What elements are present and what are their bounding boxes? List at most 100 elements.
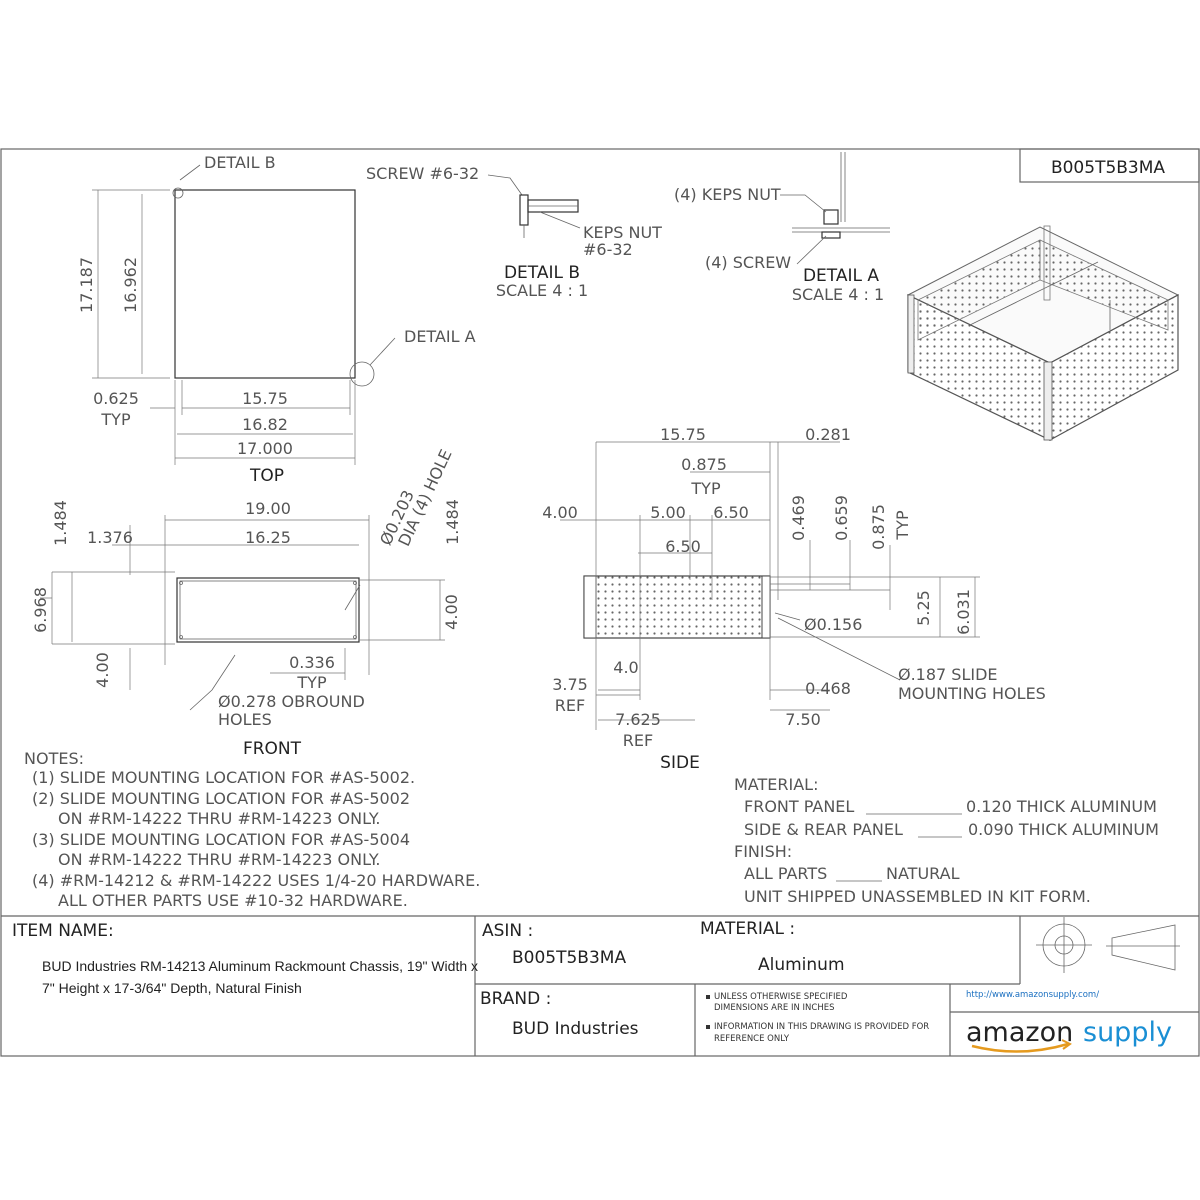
note-line: (3) SLIDE MOUNTING LOCATION FOR #AS-5004 [32, 830, 410, 849]
front-panel-label: FRONT PANEL [744, 797, 854, 816]
material-value: Aluminum [758, 955, 845, 975]
note-line: ON #RM-14222 THRU #RM-14223 ONLY. [58, 809, 381, 828]
detail-a-title: DETAIL A [803, 266, 879, 286]
item-name-label: ITEM NAME: [12, 921, 114, 941]
dim-side-d375: 3.75 [552, 675, 588, 694]
disclaimer-2-line1: INFORMATION IN THIS DRAWING IS PROVIDED … [714, 1022, 929, 1032]
dim-front-w19: 19.00 [245, 499, 291, 518]
dim-front-slot: 0.336 [289, 653, 335, 672]
side-panel-label: SIDE & REAR PANEL [744, 820, 903, 839]
dim-side-d650b: 6.50 [665, 537, 701, 556]
dim-top-w2: 16.82 [242, 415, 288, 434]
detail-b-nut-line2: #6-32 [583, 240, 633, 259]
dim-side-d0468: 0.468 [805, 679, 851, 698]
amazonsupply-logo: amazon supply [966, 1017, 1172, 1053]
disclaimer-2-line2: REFERENCE ONLY [714, 1034, 790, 1044]
dim-side-v0469: 0.469 [789, 495, 808, 541]
logo-smile-icon [971, 1042, 1069, 1053]
isometric-view [906, 225, 1180, 442]
part-number: B005T5B3MA [1051, 158, 1165, 178]
brand-label: BRAND : [480, 989, 551, 1009]
dim-front-top-left: 1.484 [51, 500, 70, 546]
dim-top-height-outer: 17.187 [77, 257, 96, 313]
dim-side-d375-ref: REF [555, 696, 585, 715]
dim-side-w1575: 15.75 [660, 425, 706, 444]
dim-side-v0659: 0.659 [832, 495, 851, 541]
dim-top-edge-typ: TYP [100, 410, 131, 429]
front-panel-value: 0.120 THICK ALUMINUM [966, 797, 1157, 816]
detail-b: SCREW #6-32 KEPS NUT #6-32 DETAIL B SCAL… [366, 164, 662, 300]
dim-side-v0875: 0.875 [869, 504, 888, 550]
note-line: ALL OTHER PARTS USE #10-32 HARDWARE. [58, 891, 408, 910]
note-line: (1) SLIDE MOUNTING LOCATION FOR #AS-5002… [32, 768, 415, 787]
dim-front-obround-line1: Ø0.278 OBROUND [218, 692, 365, 711]
disclaimer-1-line1: UNLESS OTHERWISE SPECIFIED [714, 992, 848, 1002]
top-view-outline [174, 189, 356, 379]
dim-side-d650a: 6.50 [713, 503, 749, 522]
dim-side-slide-line1: Ø.187 SLIDE [898, 665, 998, 684]
side-view: 15.75 0.281 0.875 TYP 4.00 5.00 6.50 6.5… [542, 425, 1046, 773]
side-view-title: SIDE [660, 753, 700, 773]
detail-b-title: DETAIL B [504, 263, 580, 283]
dim-front-obround-line2: HOLES [218, 710, 272, 729]
dim-top-w1: 15.75 [242, 389, 288, 408]
item-name-line1: BUD Industries RM-14213 Aluminum Rackmou… [42, 958, 478, 974]
finish-heading: FINISH: [734, 842, 792, 861]
detail-a-nut: (4) KEPS NUT [674, 185, 781, 204]
dim-front-right-h: 4.00 [442, 594, 461, 630]
website-url[interactable]: http://www.amazonsupply.com/ [966, 990, 1099, 1000]
dim-front-w1625: 16.25 [245, 528, 291, 547]
notes-block: NOTES: (1) SLIDE MOUNTING LOCATION FOR #… [24, 749, 480, 910]
dim-side-hole-dia: Ø0.156 [804, 615, 862, 634]
dim-top-height-inner: 16.962 [121, 257, 140, 313]
front-view-title: FRONT [243, 739, 302, 759]
disclaimer-1-line2: DIMENSIONS ARE IN INCHES [714, 1003, 834, 1013]
material-spec: MATERIAL: FRONT PANEL 0.120 THICK ALUMIN… [734, 775, 1159, 906]
detail-a: (4) KEPS NUT (4) SCREW DETAIL A SCALE 4 … [674, 152, 890, 304]
note-line: (4) #RM-14212 & #RM-14222 USES 1/4-20 HA… [32, 871, 480, 890]
note-line: (2) SLIDE MOUNTING LOCATION FOR #AS-5002 [32, 789, 410, 808]
dim-side-v6031: 6.031 [954, 589, 973, 635]
notes-heading: NOTES: [24, 749, 84, 768]
detail-b-callout: DETAIL B [204, 153, 276, 172]
dim-top-w3: 17.000 [237, 439, 293, 458]
asin-label: ASIN : [482, 921, 533, 941]
part-number-box [1019, 148, 1200, 183]
dim-front-left-off: 1.376 [87, 528, 133, 547]
logo-text-a: amazon [966, 1017, 1073, 1048]
dim-side-d40: 4.0 [613, 658, 638, 677]
detail-b-nut-line1: KEPS NUT [583, 223, 662, 242]
dim-side-d400: 4.00 [542, 503, 578, 522]
top-view: DETAIL B DETAIL A 17.187 16.962 0.625 TY… [77, 153, 476, 486]
front-panel-outline [176, 577, 360, 643]
sheet-border [0, 148, 1200, 1057]
dim-side-d750: 7.50 [785, 710, 821, 729]
dim-front-height: 6.968 [31, 587, 50, 633]
all-parts-label: ALL PARTS [744, 864, 827, 883]
detail-a-scale: SCALE 4 : 1 [792, 285, 884, 304]
dim-side-d7625: 7.625 [615, 710, 661, 729]
logo-text-b: supply [1083, 1017, 1172, 1048]
front-view: 1.484 19.00 1.376 16.25 Ø0.203 DIA (4) H… [31, 446, 462, 759]
all-parts-value: NATURAL [886, 864, 960, 883]
top-view-title: TOP [249, 466, 284, 486]
side-panel-value: 0.090 THICK ALUMINUM [968, 820, 1159, 839]
detail-b-scale: SCALE 4 : 1 [496, 281, 588, 300]
detail-b-screw: SCREW #6-32 [366, 164, 479, 183]
note-line: ON #RM-14222 THRU #RM-14223 ONLY. [58, 850, 381, 869]
dim-side-r0281: 0.281 [805, 425, 851, 444]
dim-side-d7625-ref: REF [623, 731, 653, 750]
dim-front-slot-typ: TYP [296, 673, 327, 692]
brand-value: BUD Industries [512, 1019, 639, 1039]
dim-front-bottom-h: 4.00 [93, 652, 112, 688]
dim-side-d0875: 0.875 [681, 455, 727, 474]
dim-side-d0875-typ: TYP [690, 479, 721, 498]
item-name-line2: 7" Height x 17-3/64" Depth, Natural Fini… [42, 980, 302, 996]
title-block: ITEM NAME: BUD Industries RM-14213 Alumi… [1, 915, 1199, 1056]
material-label: MATERIAL : [700, 919, 795, 939]
shipped-note: UNIT SHIPPED UNASSEMBLED IN KIT FORM. [744, 887, 1091, 906]
side-panel-outline [583, 575, 771, 639]
dim-side-d500: 5.00 [650, 503, 686, 522]
dim-side-v0875-typ: TYP [893, 510, 912, 541]
